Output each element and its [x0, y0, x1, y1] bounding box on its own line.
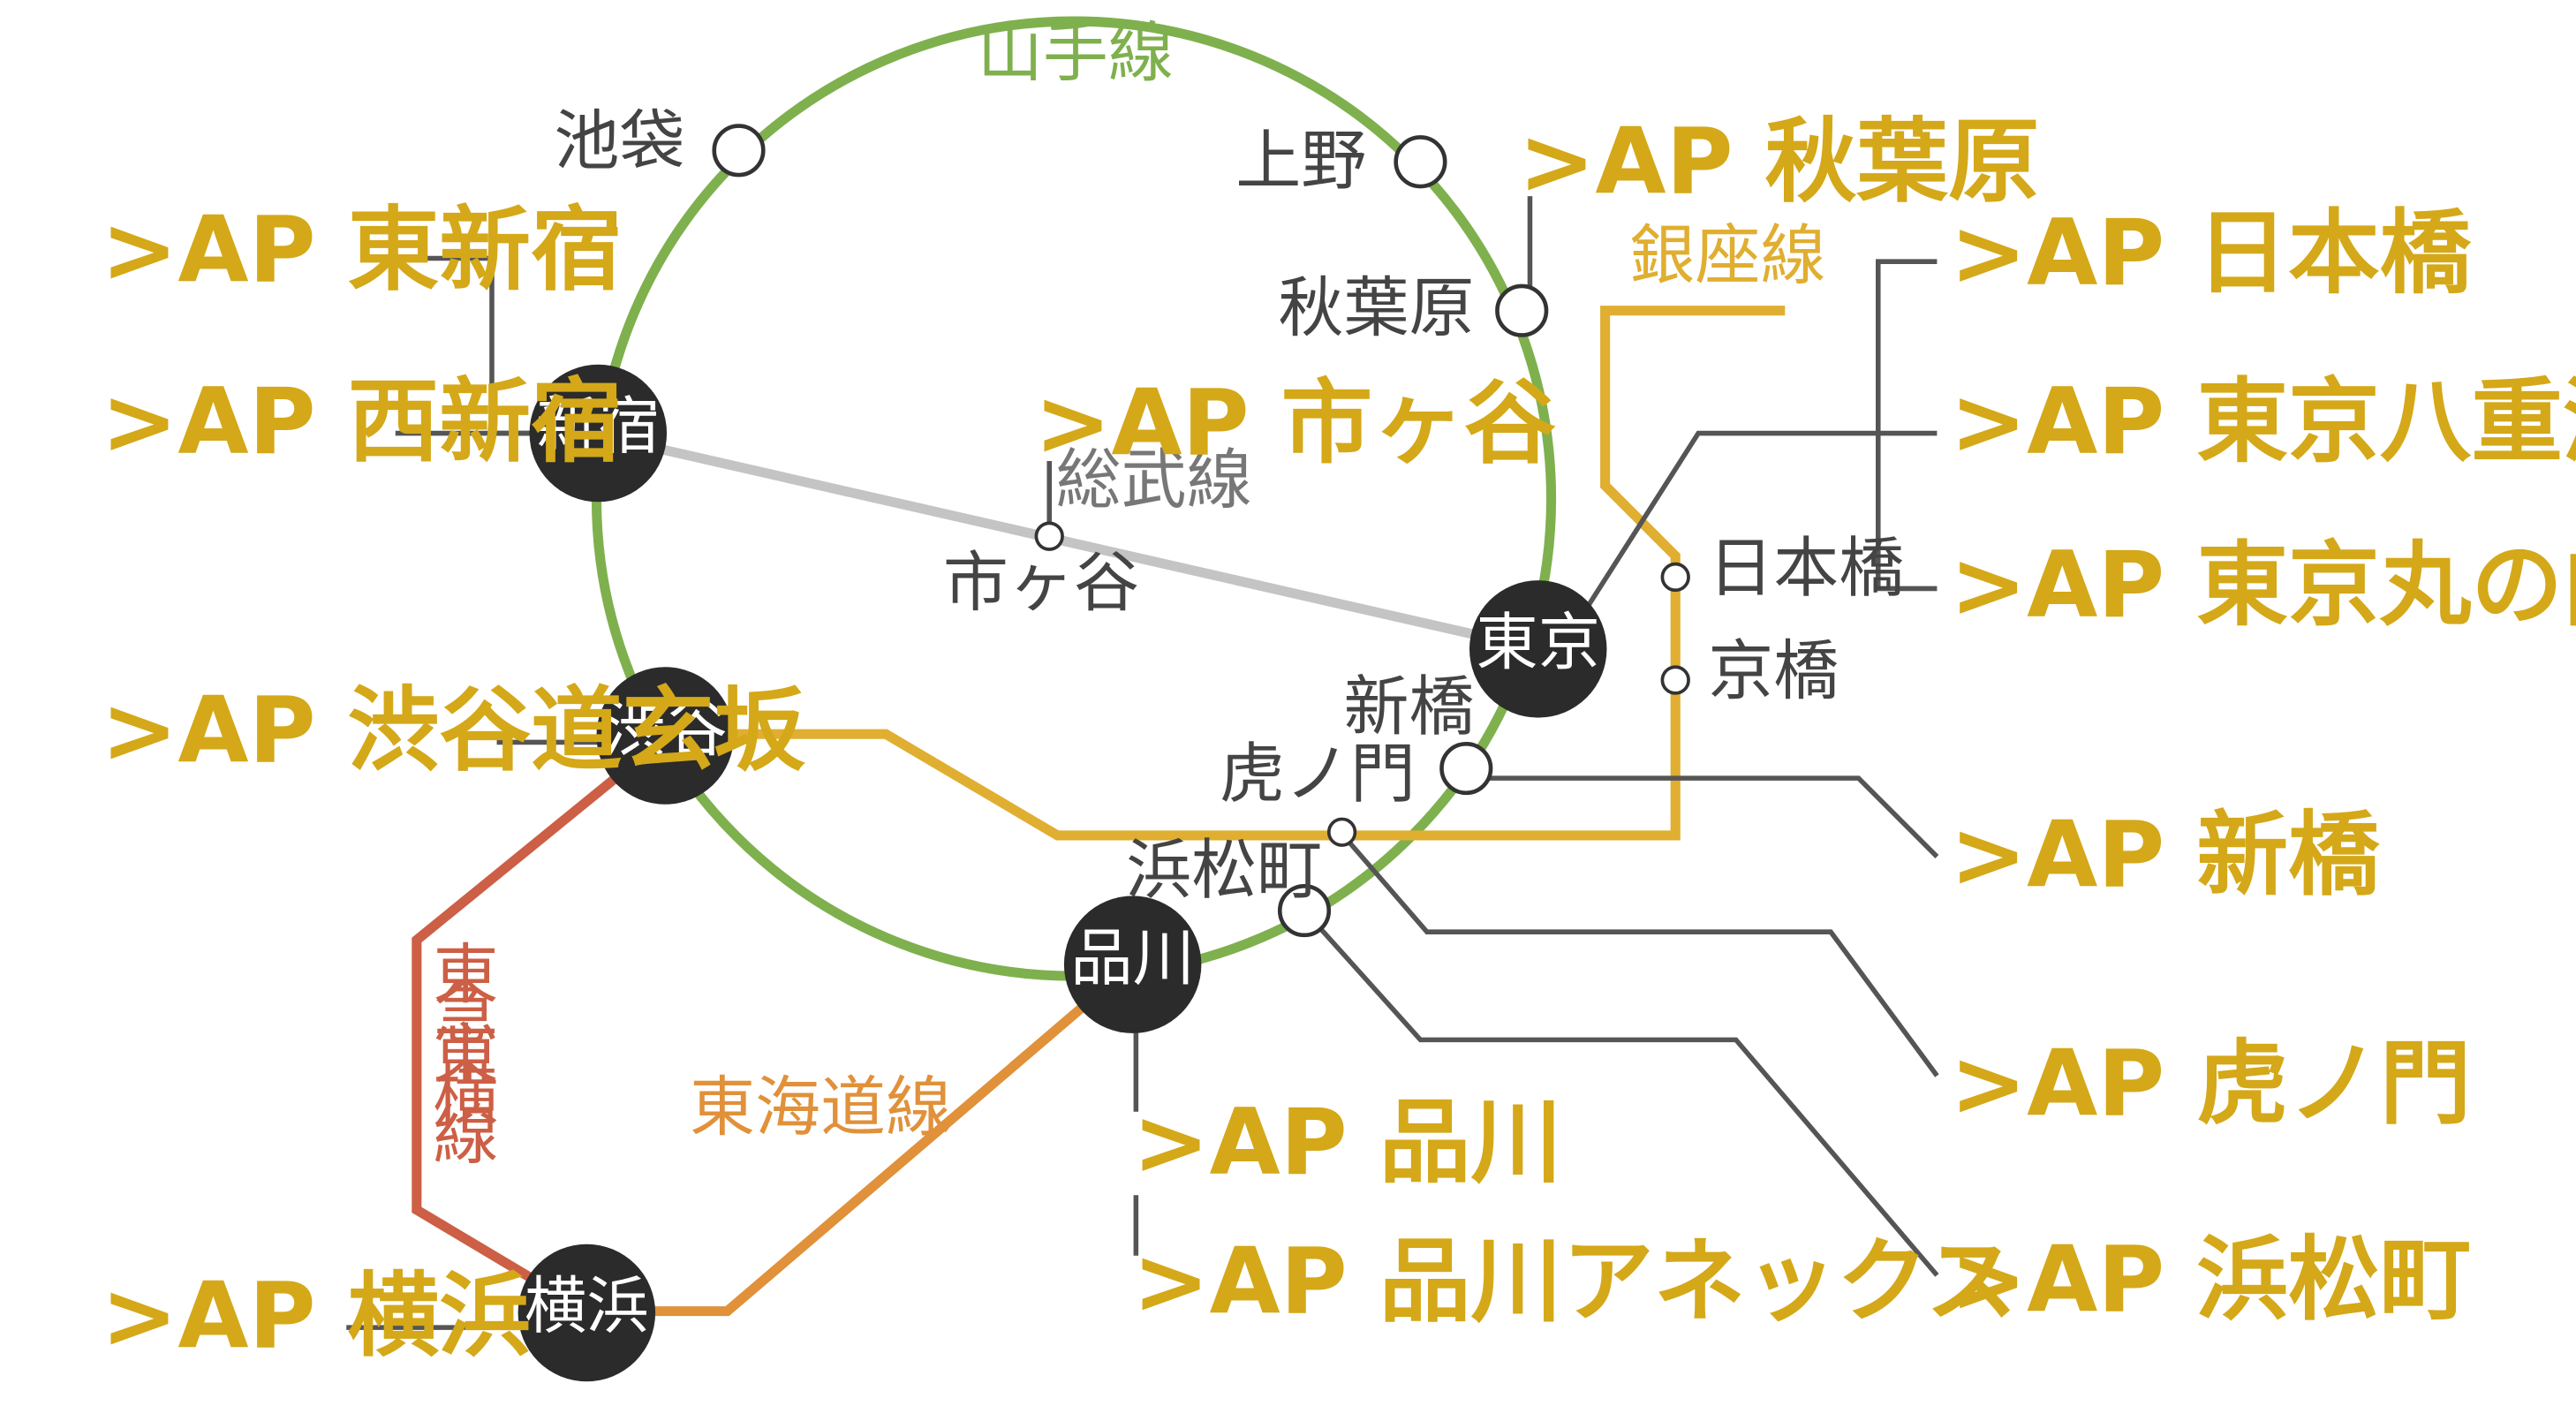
station-kyobashi-marker[interactable]	[1660, 665, 1690, 695]
ap-ichigaya-link[interactable]: >AP 市ヶ谷	[1035, 371, 1556, 477]
ap-shibuya-dogenzaka-link[interactable]: >AP 渋谷道玄坂	[102, 678, 806, 784]
station-ueno-label: 上野	[1235, 123, 1366, 199]
station-shimbashi-marker[interactable]	[1439, 741, 1493, 796]
station-ichigaya-label: 市ヶ谷	[943, 545, 1139, 621]
ap-location-labels: >AP 東新宿 >AP 西新宿 >AP 渋谷道玄坂 >AP 横浜 >AP 秋葉原…	[102, 109, 2576, 1369]
sobu-line-label: 総武線	[1056, 442, 1252, 518]
ap-hamamatsucho-link[interactable]: >AP 浜松町	[1950, 1228, 2471, 1334]
minor-stations: 池袋 上野 秋葉原 市ヶ谷 日本橋 京橋 新橋 虎ノ門 浜松町	[554, 103, 1904, 938]
hub-shinagawa-label: 品川	[1070, 922, 1195, 994]
hub-yokohama-label: 横浜	[525, 1270, 649, 1342]
station-ikebukuro-marker[interactable]	[712, 124, 766, 178]
hub-shinjuku[interactable]: 新宿	[529, 364, 668, 503]
connector-hamamatsucho	[1302, 909, 1939, 1277]
station-ikebukuro-label: 池袋	[554, 103, 684, 179]
ap-tokyo-marunouchi-link[interactable]: >AP 東京丸の内	[1950, 533, 2576, 639]
station-nihonbashi-label: 日本橋	[1708, 530, 1904, 606]
connector-shimbashi	[1466, 775, 1939, 858]
tokaido-line	[586, 996, 1094, 1317]
station-ichigaya-marker[interactable]	[1034, 521, 1064, 551]
ap-shinagawa-annex-link[interactable]: >AP 品川アネックス	[1133, 1228, 2018, 1334]
station-shimbashi-label: 新橋	[1343, 669, 1474, 745]
ginza-line	[665, 306, 1786, 841]
line-labels: 山手線 銀座線 総武線 東海道線 東急東横線	[433, 15, 1825, 1173]
station-akihabara-label: 秋葉原	[1278, 270, 1474, 346]
ap-yokohama-link[interactable]: >AP 横浜	[102, 1263, 531, 1369]
tokyu-toyoko-line	[412, 771, 623, 1316]
connector-tokyo	[1586, 430, 1938, 607]
hub-stations: 新宿 渋谷 東京 品川 横浜	[517, 364, 1607, 1382]
ap-shimbashi-link[interactable]: >AP 新橋	[1950, 802, 2380, 908]
hub-tokyo-label: 東京	[1476, 607, 1600, 679]
hub-shibuya-label: 渋谷	[603, 693, 728, 766]
ap-tokyo-yaesu-link[interactable]: >AP 東京八重洲	[1950, 369, 2576, 475]
station-toranomon-marker[interactable]	[1326, 817, 1357, 847]
ap-nihonbashi-link[interactable]: >AP 日本橋	[1950, 200, 2471, 306]
hub-shinagawa[interactable]: 品川	[1063, 896, 1202, 1033]
tokaido-line-label: 東海道線	[690, 1070, 951, 1145]
connector-nihonbashi	[1875, 259, 1938, 592]
station-ueno-marker[interactable]	[1394, 135, 1447, 189]
hub-yokohama[interactable]: 横浜	[517, 1243, 656, 1382]
hub-shibuya[interactable]: 渋谷	[596, 667, 734, 805]
ap-nishi-shinjuku-link[interactable]: >AP 西新宿	[102, 369, 623, 475]
ap-higashi-shinjuku-link[interactable]: >AP 東新宿	[102, 197, 623, 303]
station-hamamatsucho-label: 浜松町	[1126, 833, 1322, 909]
station-kyobashi-label: 京橋	[1708, 633, 1839, 709]
station-toranomon-label: 虎ノ門	[1220, 737, 1416, 813]
ap-akihabara-link[interactable]: >AP 秋葉原	[1519, 109, 2040, 215]
sobu-line	[597, 429, 1539, 654]
station-nihonbashi-marker[interactable]	[1660, 562, 1690, 593]
connector-toranomon	[1340, 832, 1939, 1077]
hub-tokyo[interactable]: 東京	[1469, 580, 1607, 718]
station-hamamatsucho-marker[interactable]	[1277, 884, 1332, 938]
yamanote-line-label: 山手線	[978, 15, 1174, 91]
ap-toranomon-link[interactable]: >AP 虎ノ門	[1950, 1031, 2471, 1137]
tokyu-toyoko-line-label: 東急東横線	[433, 937, 498, 1173]
station-akihabara-marker[interactable]	[1495, 283, 1549, 337]
hub-shinjuku-label: 新宿	[536, 390, 661, 463]
ap-shinagawa-link[interactable]: >AP 品川	[1133, 1090, 1562, 1196]
ap-connectors	[346, 196, 1939, 1330]
ginza-line-label: 銀座線	[1629, 218, 1825, 294]
